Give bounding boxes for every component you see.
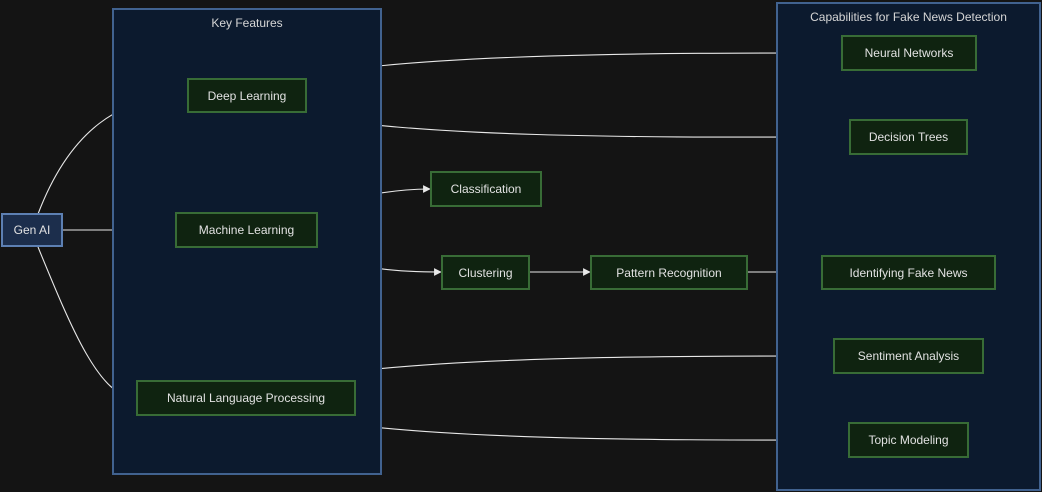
cluster-capabilities: Capabilities for Fake News Detection <box>776 2 1041 491</box>
node-pattern-recognition[interactable]: Pattern Recognition <box>590 255 748 290</box>
node-gen-ai[interactable]: Gen AI <box>1 213 63 247</box>
node-machine-learning[interactable]: Machine Learning <box>175 212 318 248</box>
node-natural-language-processing[interactable]: Natural Language Processing <box>136 380 356 416</box>
node-sentiment-analysis[interactable]: Sentiment Analysis <box>833 338 984 374</box>
cluster-title-capabilities: Capabilities for Fake News Detection <box>810 10 1007 24</box>
edge-nlp-topic <box>301 416 849 444</box>
cluster-title-key-features: Key Features <box>211 16 283 30</box>
node-neural-networks[interactable]: Neural Networks <box>841 35 977 71</box>
edge-deep-learning-neural-nets <box>301 49 842 78</box>
node-identifying-fake-news[interactable]: Identifying Fake News <box>821 255 996 290</box>
node-classification[interactable]: Classification <box>430 171 542 207</box>
node-clustering[interactable]: Clustering <box>441 255 530 290</box>
node-topic-modeling[interactable]: Topic Modeling <box>848 422 969 458</box>
node-decision-trees[interactable]: Decision Trees <box>849 119 968 155</box>
node-deep-learning[interactable]: Deep Learning <box>187 78 307 113</box>
edge-deep-learning-decision-trees <box>301 113 850 141</box>
